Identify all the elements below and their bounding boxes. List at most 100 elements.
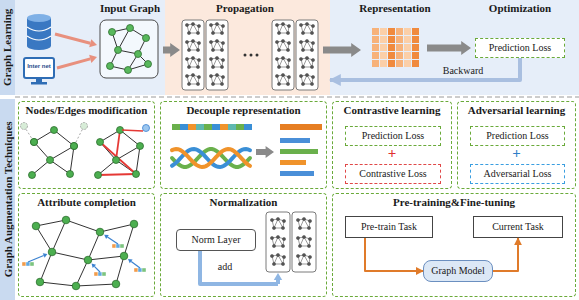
graph-node <box>31 139 38 146</box>
layer-stack <box>266 212 290 272</box>
embedding-cell <box>372 44 379 51</box>
graph-node <box>281 226 284 229</box>
graph-node <box>71 143 78 150</box>
graph-edge <box>100 142 136 174</box>
heading-text: Graph Augmentation Techniques <box>1 122 14 278</box>
graph-node <box>187 82 190 85</box>
graph-node <box>196 65 199 68</box>
graph-node <box>191 73 194 76</box>
added-node <box>143 125 150 132</box>
layer-stack <box>272 20 294 90</box>
disentangled-bar <box>280 124 322 130</box>
box-text: Contrastive Loss <box>359 168 427 180</box>
heading-text: Normalization <box>210 196 278 209</box>
graph-node <box>112 280 120 288</box>
graph-node <box>21 123 28 130</box>
embedding-cell <box>372 52 379 59</box>
graph-node <box>287 75 290 78</box>
entangled-strand <box>172 149 250 167</box>
box-text: Graph Model <box>431 265 485 277</box>
graph-node <box>47 157 54 164</box>
graph-node <box>220 82 223 85</box>
edge-label: Backward <box>443 65 484 76</box>
graph-node <box>109 29 116 36</box>
attribute-cell <box>26 262 30 266</box>
graph-node <box>296 254 299 257</box>
graph-node <box>311 24 314 27</box>
embedding-cell <box>412 60 419 67</box>
graph-node <box>191 22 194 25</box>
box-text: Current Task <box>492 221 544 233</box>
embedding-cell <box>380 28 387 35</box>
embedding-cell <box>396 44 403 51</box>
section-divider <box>15 97 579 98</box>
graph-edge <box>88 232 100 260</box>
flow-connector <box>365 238 423 271</box>
graph-node <box>145 61 152 68</box>
heading-text: Pre-training&Fine-tuning <box>393 196 515 209</box>
feature-block <box>196 124 204 130</box>
ellipsis-dot <box>244 54 247 57</box>
graph-node <box>310 65 313 68</box>
attribute-cell <box>22 262 26 266</box>
ellipsis-dot <box>256 54 259 57</box>
database-icon <box>27 42 51 50</box>
graph-node <box>272 262 275 265</box>
graph-edge <box>100 224 134 232</box>
graph-node <box>305 73 308 76</box>
graph-node <box>311 75 314 78</box>
graph-node <box>62 216 70 224</box>
monitor-icon <box>36 78 42 82</box>
graph-node <box>221 75 224 78</box>
graph-node <box>272 244 275 247</box>
graph-node <box>307 226 310 229</box>
box-text: Pre-train Task <box>361 221 417 233</box>
graph-node <box>281 22 284 25</box>
graph-edge <box>70 146 74 174</box>
embedding-cell <box>404 36 411 43</box>
graph-node <box>211 65 214 68</box>
graph-edge <box>76 260 88 286</box>
plus-sign: + <box>382 145 402 162</box>
graph-node <box>135 51 142 58</box>
feature-block <box>180 124 188 130</box>
layer-stack <box>182 20 204 90</box>
ellipsis-dot <box>250 54 253 57</box>
graph-edge <box>52 220 66 252</box>
attribute-cell <box>30 262 34 266</box>
graph-node <box>270 236 273 239</box>
heading-text: Optimization <box>470 2 570 15</box>
feature-block <box>244 124 252 130</box>
graph-node <box>277 82 280 85</box>
entangled-strand <box>172 149 250 167</box>
graph-node <box>272 226 275 229</box>
heading-text: Adversarial learning <box>468 104 565 117</box>
technique-box: Pre-training&Fine-tuningPre-train Task Cu… <box>332 193 576 297</box>
graph-node <box>276 235 279 238</box>
embedding-cell <box>380 36 387 43</box>
layer-stack <box>206 20 228 90</box>
loss-box: Prediction Loss <box>470 126 565 146</box>
graph-node <box>308 237 311 240</box>
database-icon <box>27 27 51 31</box>
graph-node <box>67 171 74 178</box>
loss-box: Prediction Loss <box>475 38 565 58</box>
graph-node <box>308 255 311 258</box>
graph-edge <box>66 220 100 232</box>
graph-node <box>282 219 285 222</box>
graph-node <box>275 40 278 43</box>
graph-node <box>286 48 289 51</box>
plus-sign: + <box>507 145 527 162</box>
disentangled-bar <box>280 138 310 143</box>
embedding-cell <box>380 60 387 67</box>
disentangled-bar <box>280 149 318 154</box>
graph-node <box>187 31 190 34</box>
graph-node <box>197 24 200 27</box>
heading-text: Graph Learning <box>1 9 14 86</box>
embedding-cell <box>396 36 403 43</box>
graph-node <box>185 40 188 43</box>
graph-node <box>185 74 188 77</box>
graph-node <box>275 57 278 60</box>
graph-node <box>302 235 305 238</box>
disentangled-bar <box>280 171 314 176</box>
